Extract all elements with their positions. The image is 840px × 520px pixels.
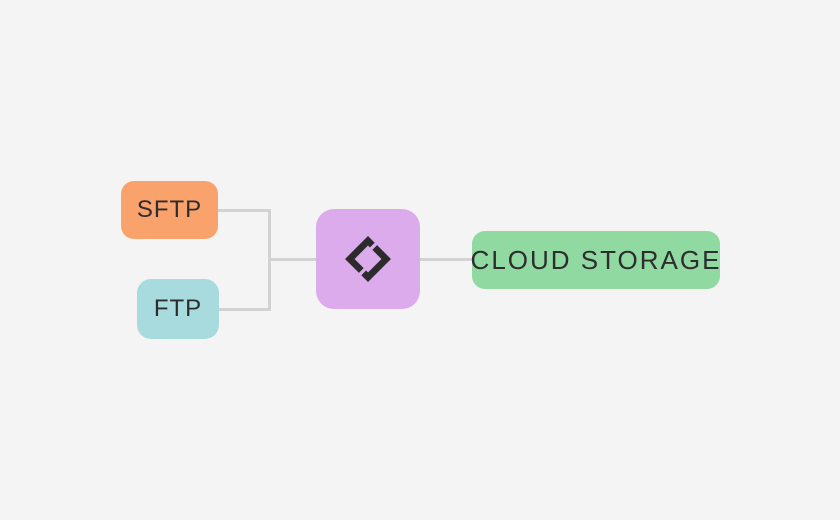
node-sftp[interactable]: SFTP: [121, 181, 218, 239]
node-cloud-storage[interactable]: CLOUD STORAGE: [470, 231, 722, 289]
edge-ftp-to-junction: [219, 308, 271, 311]
code-diamond-icon: [345, 236, 391, 282]
edge-junction-to-transform: [268, 258, 316, 261]
edge-transform-to-cloud-storage: [420, 258, 472, 261]
edge-sftp-to-junction: [218, 209, 271, 212]
node-transform[interactable]: [316, 209, 420, 309]
node-ftp[interactable]: FTP: [137, 279, 219, 339]
node-sftp-label: SFTP: [136, 196, 203, 223]
node-ftp-label: FTP: [153, 295, 203, 322]
node-cloud-storage-label: CLOUD STORAGE: [470, 244, 722, 275]
